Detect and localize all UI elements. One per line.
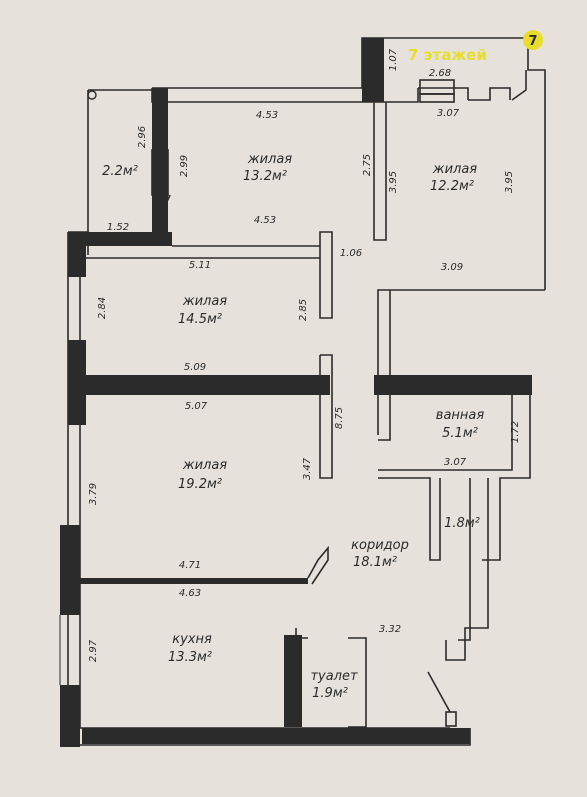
- room-name: жилая: [432, 162, 477, 177]
- wall-segment: [80, 375, 330, 395]
- wall-segment: [362, 38, 384, 102]
- dimension: 3.95: [388, 171, 399, 193]
- dimension: 4.53: [256, 110, 278, 121]
- room-name: кухня: [172, 632, 212, 647]
- dimension: 5.11: [189, 260, 211, 271]
- dimension: 2.85: [298, 299, 309, 321]
- room-area: 5.1м²: [442, 426, 478, 441]
- partition-walls: [60, 38, 532, 747]
- wall-segment: [68, 340, 86, 425]
- dimension: 5.09: [184, 362, 206, 373]
- room-area: 2.2м²: [102, 164, 138, 179]
- wall-segment: [284, 635, 302, 727]
- dimension: 3.07: [437, 108, 460, 119]
- dimension: 3.79: [88, 483, 99, 505]
- dimension: 1.07: [388, 48, 399, 71]
- badge-circle-icon: [523, 30, 543, 50]
- dimension: 2.97: [88, 639, 99, 662]
- badge-text: 7 этажей: [408, 46, 487, 64]
- dimension: 1.72: [510, 421, 521, 443]
- room-name: жилая: [247, 152, 292, 167]
- room-area: 13.3м²: [168, 650, 212, 665]
- room-name: жилая: [182, 294, 227, 309]
- wall-segment: [152, 88, 168, 233]
- wall-segment: [60, 525, 80, 615]
- wall-segment: [60, 685, 80, 747]
- dimension: 5.07: [185, 401, 208, 412]
- dimension: 4.63: [179, 588, 201, 599]
- room-name: туалет: [310, 669, 358, 684]
- wall-segment: [80, 578, 308, 584]
- wall-segment: [82, 728, 470, 744]
- room-area: 18.1м²: [353, 555, 397, 570]
- room-name: ванная: [436, 408, 485, 423]
- dimension: 3.32: [379, 624, 401, 635]
- balcony-marker-icon: [87, 90, 97, 100]
- dimension: 2.99: [179, 155, 190, 177]
- dimension: 4.71: [179, 560, 201, 571]
- wall-segment: [374, 375, 532, 395]
- room-area: 12.2м²: [430, 179, 474, 194]
- dimension-labels: 1.07 2.68 3.07 4.53 2.96 2.99 2.75 3.95 …: [88, 48, 521, 662]
- room-name: жилая: [182, 458, 227, 473]
- room-name: коридор: [351, 538, 409, 553]
- dimension: 4.53: [254, 215, 276, 226]
- dimension: 2.68: [429, 68, 451, 79]
- dimension: 3.95: [504, 171, 515, 193]
- room-labels: жилая 13.2м² жилая 12.2м² жилая 14.5м² ж…: [102, 152, 484, 701]
- floors-badge: 7 этажей 7: [408, 30, 543, 64]
- dimension: 1.52: [107, 222, 129, 233]
- room-area: 14.5м²: [178, 312, 222, 327]
- room-area: 1.8м²: [444, 516, 480, 531]
- dimension: 3.07: [444, 457, 467, 468]
- dimension: 2.84: [97, 297, 108, 319]
- dimension: 1.06: [340, 248, 362, 259]
- dimension: 2.75: [362, 154, 373, 176]
- room-area: 13.2м²: [243, 169, 287, 184]
- dimension: 3.09: [441, 262, 463, 273]
- dimension: 8.75: [334, 407, 345, 429]
- room-area: 1.9м²: [312, 686, 348, 701]
- wall-segment: [68, 232, 172, 246]
- badge-number: 7: [528, 34, 537, 49]
- dimension: 2.96: [137, 126, 148, 148]
- room-area: 19.2м²: [178, 477, 222, 492]
- dimension: 3.47: [302, 457, 313, 480]
- wall-segment: [68, 232, 86, 277]
- inner-walls: [59, 79, 457, 728]
